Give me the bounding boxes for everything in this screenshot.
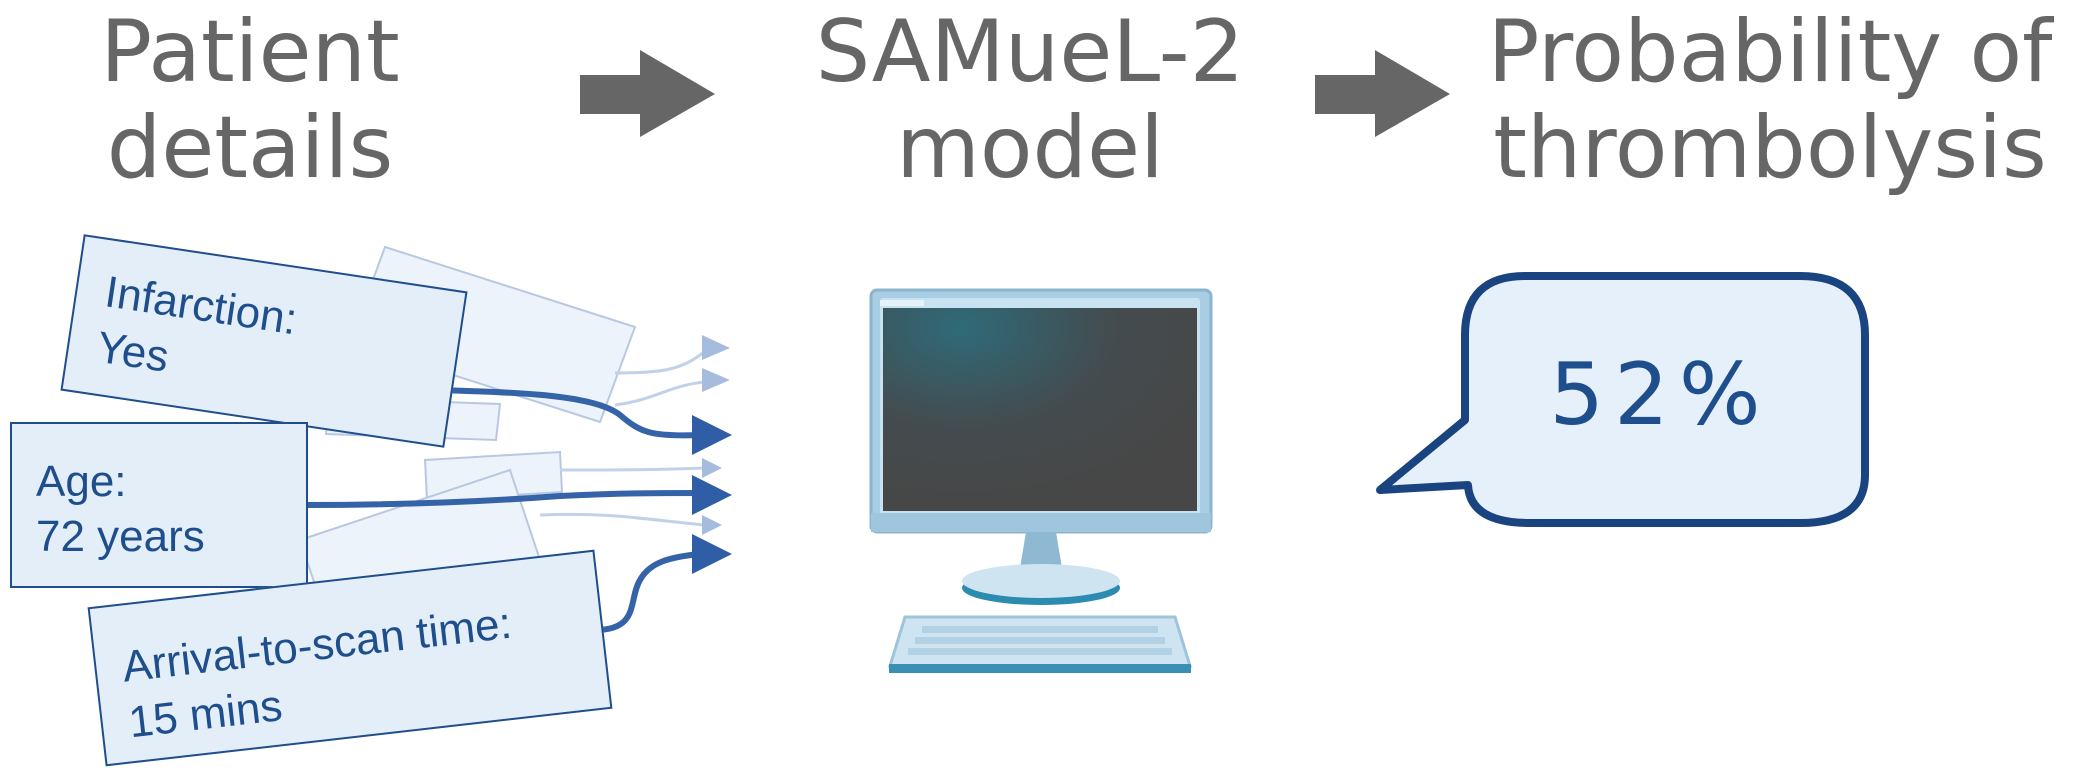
connector-infarction [431,387,701,439]
heading-probability-line-1: Probability of [1487,2,2053,102]
main-connectors [304,387,701,633]
heading-probability-line-2: thrombolysis [1493,98,2047,198]
input-card-age: Age: 72 years [10,422,308,588]
heading-model-line-2: model [896,98,1164,198]
faded-arrowhead [702,458,722,478]
connector-age [304,490,701,508]
age-label: Age: [36,457,127,506]
age-value: 72 years [36,512,205,561]
probability-value: 52% [1549,345,1771,445]
right-arrow-icon [1315,50,1450,137]
arrowhead-arrival [692,534,732,574]
heading-patient-line-1: Patient [100,2,400,102]
faded-arrowhead [702,368,730,392]
heading-model: SAMueL-2 model [790,4,1270,196]
heading-probability: Probability of thrombolysis [1460,4,2080,196]
heading-model-line-1: SAMueL-2 [815,2,1245,102]
speech-bubble-icon [1376,272,1869,527]
keyboard-icon [887,615,1193,673]
arrowhead-infarction [692,415,732,455]
faded-arrowhead [702,335,730,360]
connector-arrival [594,551,701,633]
right-arrow-icon [580,50,715,137]
computer-monitor-icon [869,288,1213,605]
heading-patient-line-2: details [106,98,394,198]
heading-patient-details: Patient details [60,4,440,196]
arrowhead-age [692,475,732,515]
faded-arrowhead [702,515,722,535]
